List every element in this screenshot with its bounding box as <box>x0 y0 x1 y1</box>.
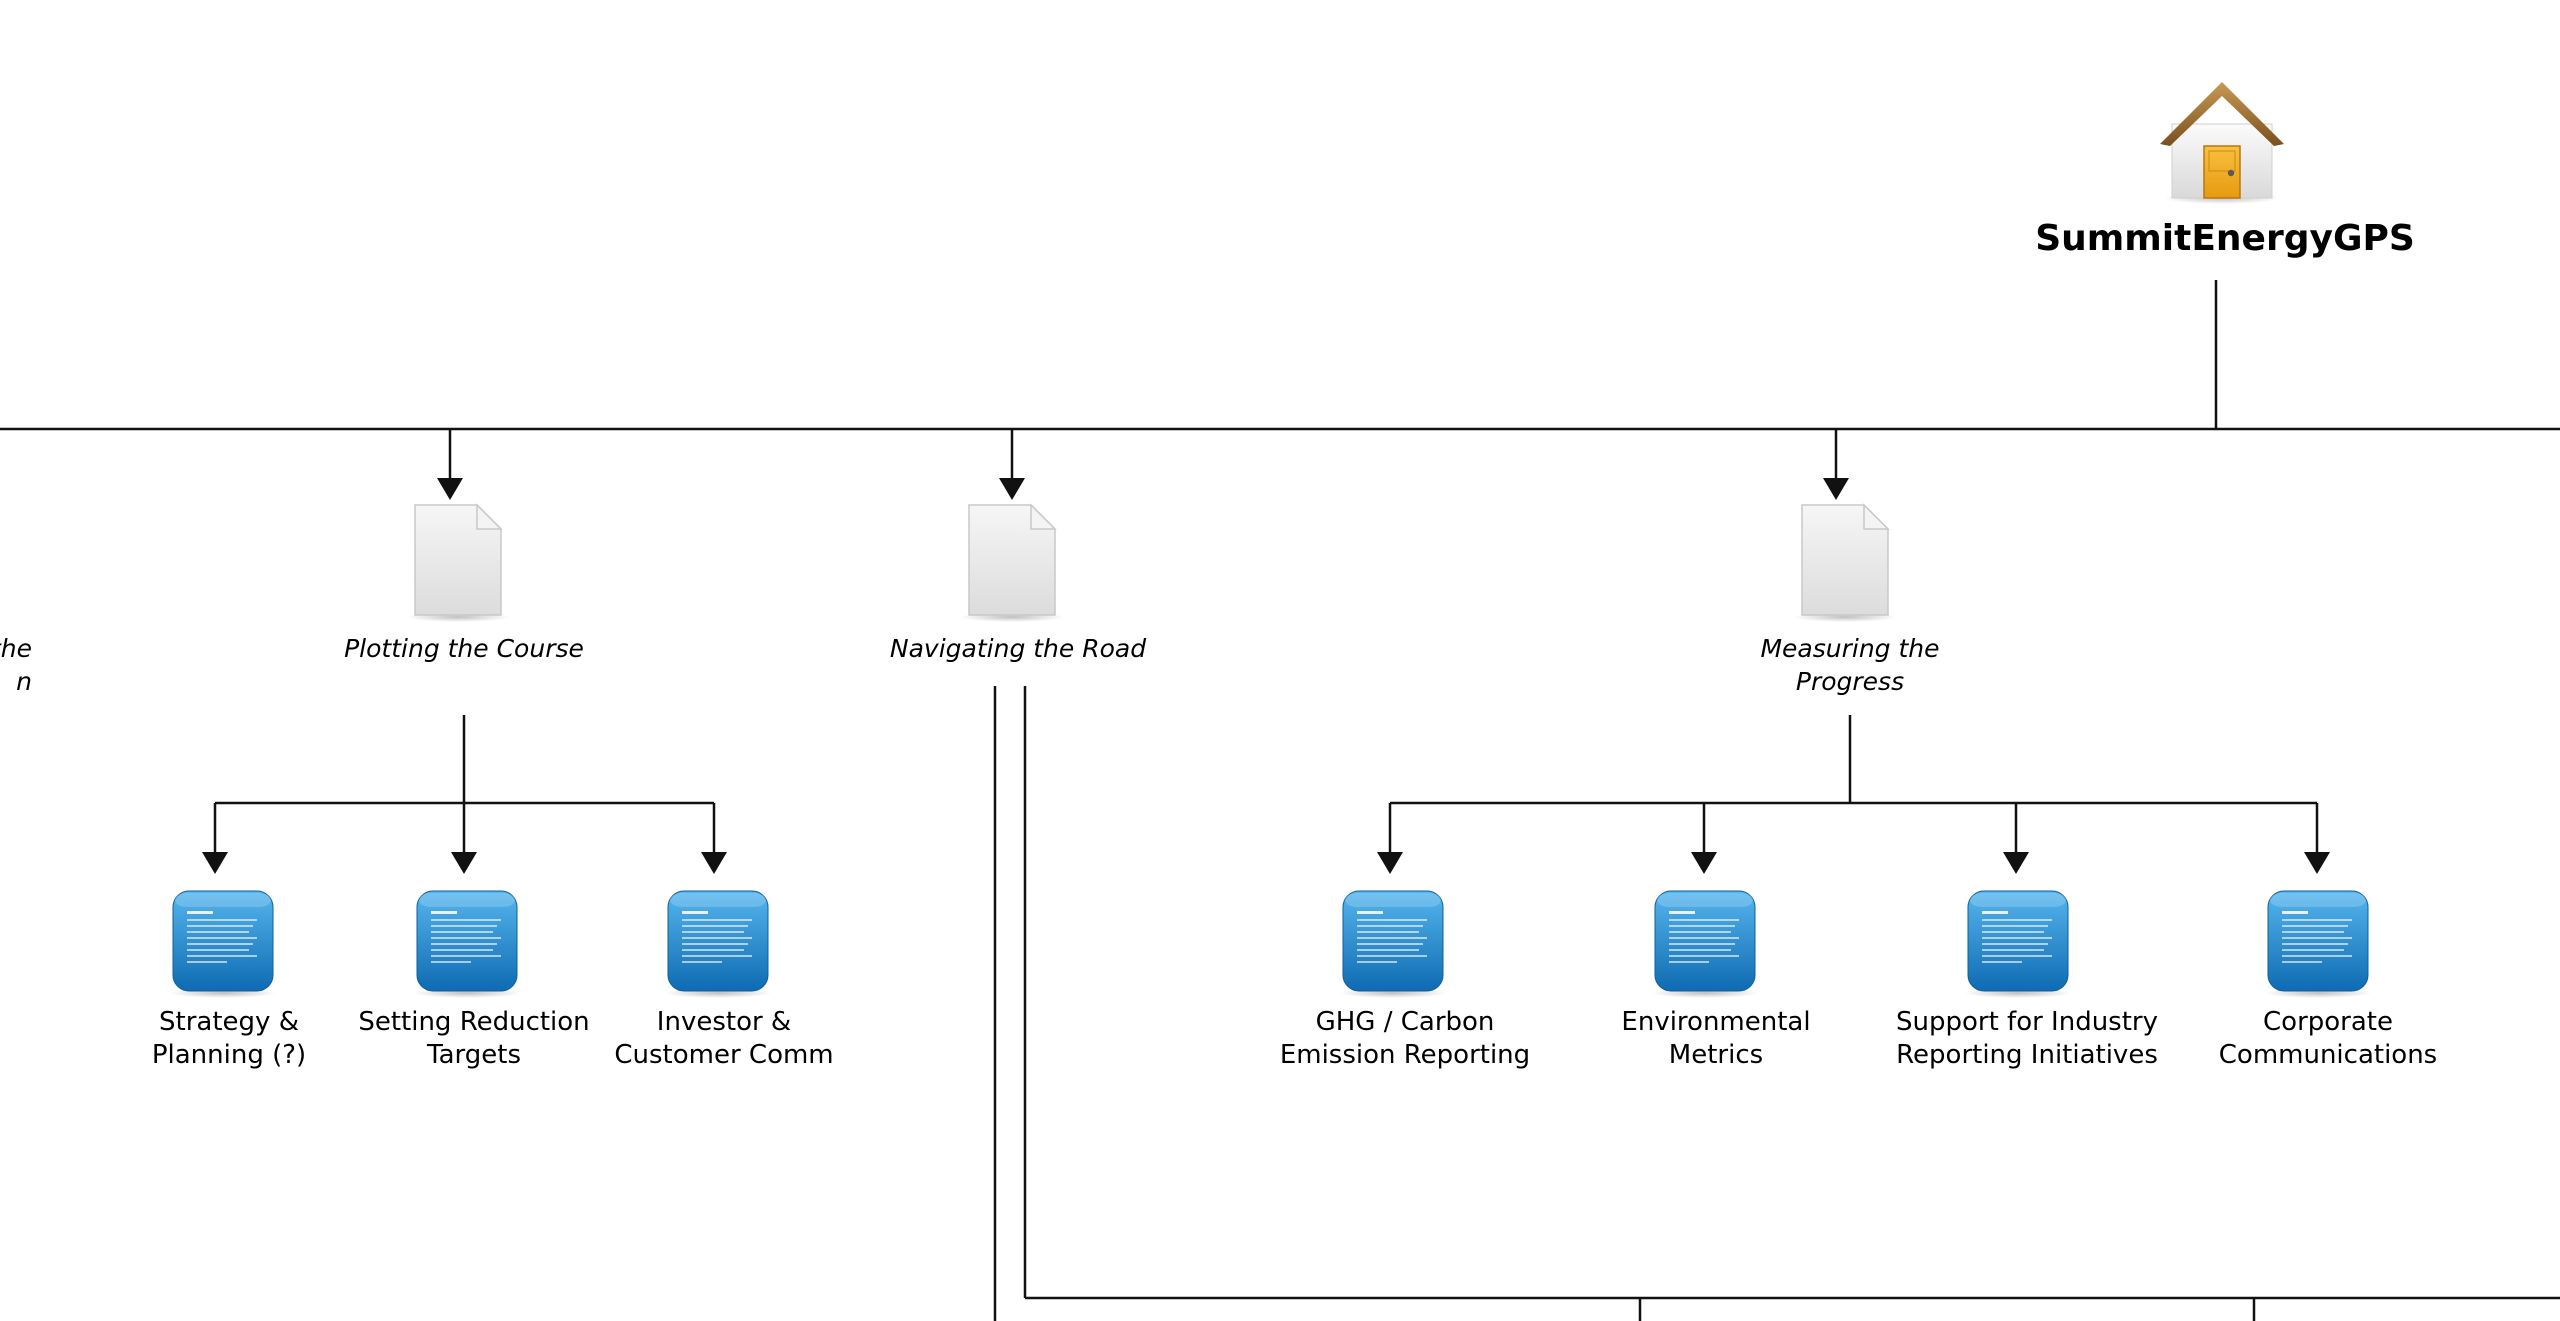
arrow-leaf-3 <box>701 852 727 874</box>
document-icon[interactable] <box>406 503 510 622</box>
arrow-measuring <box>1823 478 1849 500</box>
arrow-leaf-4 <box>1377 852 1403 874</box>
section-label-navigating[interactable]: Navigating the Road <box>889 634 1147 663</box>
leaf-label-1[interactable]: Strategy & Planning (?) <box>151 1007 307 1070</box>
arrow-navigating <box>999 478 1025 500</box>
arrow-leaf-6 <box>2003 852 2029 874</box>
arrow-leaf-7 <box>2304 852 2330 874</box>
leaf-label-2[interactable]: Setting Reduction Targets <box>358 1007 590 1070</box>
section-label-measuring[interactable]: Measuring the Progress <box>1760 634 1940 696</box>
arrow-heads <box>202 478 2330 874</box>
arrow-leaf-2 <box>451 852 477 874</box>
arrow-leaf-5 <box>1691 852 1717 874</box>
text-page-icon[interactable] <box>1964 890 2072 998</box>
section-icons <box>406 503 1897 622</box>
arrow-plotting <box>437 478 463 500</box>
root-label[interactable]: SummitEnergyGPS <box>2035 218 2415 259</box>
leaf-label-6[interactable]: Support for Industry Reporting Initiativ… <box>1895 1007 2159 1070</box>
section-label-plotting[interactable]: Plotting the Course <box>344 634 584 663</box>
connector-lines <box>0 280 2560 1321</box>
text-page-icon[interactable] <box>1339 890 1447 998</box>
home-icon[interactable] <box>2160 82 2284 204</box>
leaf-label-5[interactable]: Environmental Metrics <box>1621 1007 1811 1070</box>
text-page-icon[interactable] <box>1651 890 1759 998</box>
leaf-label-4[interactable]: GHG / Carbon Emission Reporting <box>1279 1007 1531 1070</box>
leaf-icons <box>169 890 2372 998</box>
text-page-icon[interactable] <box>169 890 277 998</box>
leaf-label-3[interactable]: Investor & Customer Comm <box>614 1007 834 1070</box>
text-page-icon[interactable] <box>2264 890 2372 998</box>
document-icon[interactable] <box>1793 503 1897 622</box>
text-page-icon[interactable] <box>664 890 772 998</box>
section-label-prev[interactable]: the n <box>0 634 32 696</box>
text-page-icon[interactable] <box>413 890 521 998</box>
leaf-label-7[interactable]: Corporate Communications <box>2218 1007 2438 1070</box>
document-icon[interactable] <box>960 503 1064 622</box>
arrow-leaf-1 <box>202 852 228 874</box>
